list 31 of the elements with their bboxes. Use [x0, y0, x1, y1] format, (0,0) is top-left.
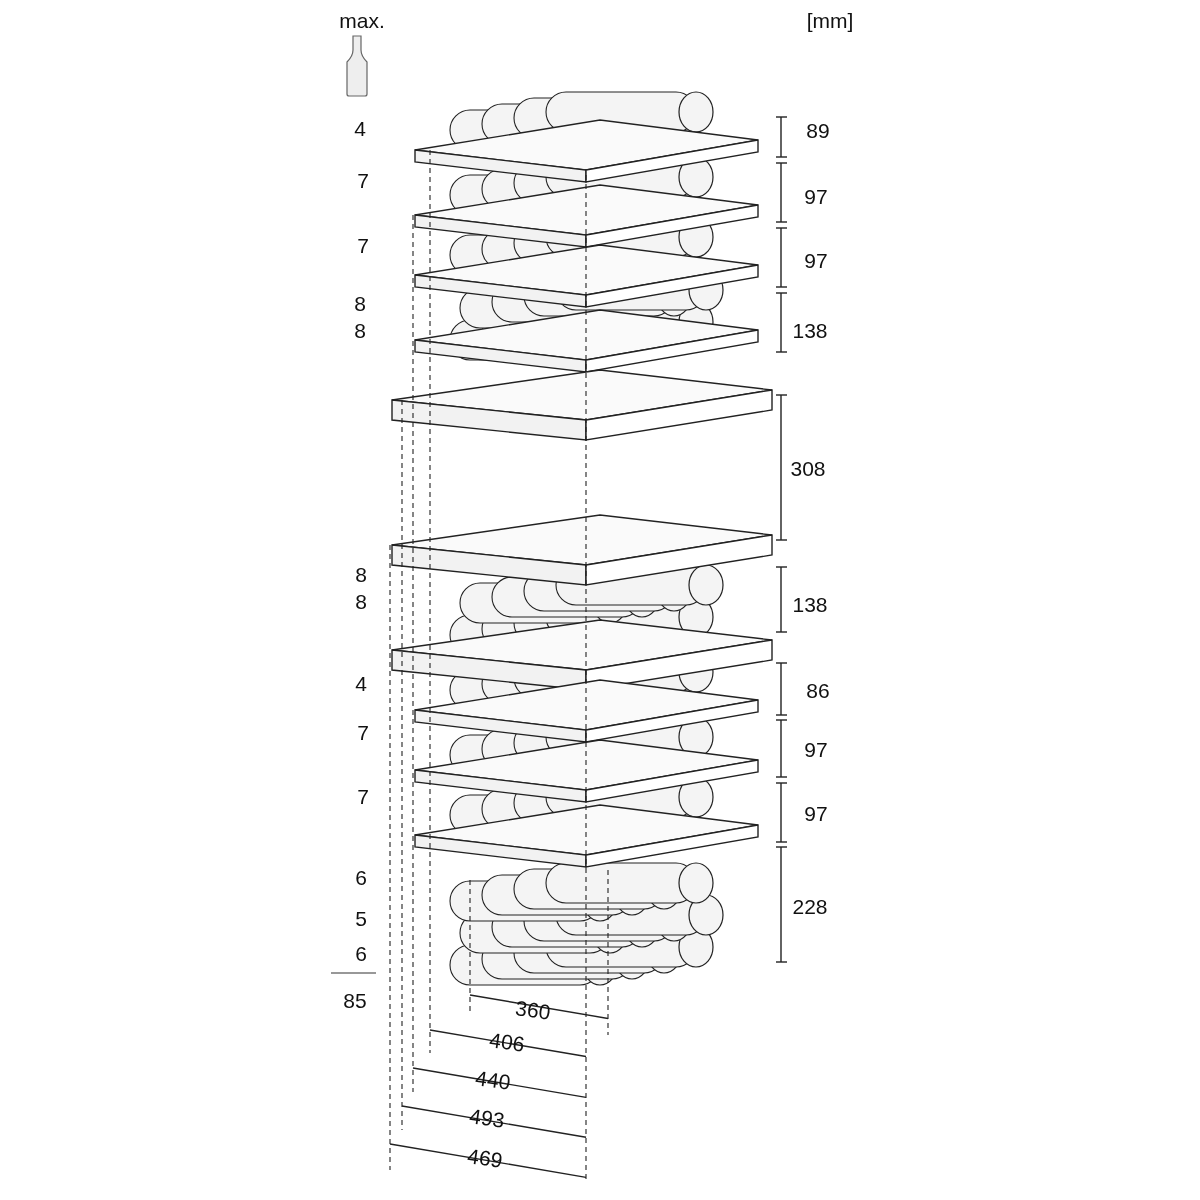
dimension-value: 89 [806, 119, 830, 141]
dimension-value: 493 [468, 1105, 506, 1131]
dimension-value: 469 [466, 1145, 504, 1171]
dimension-value: 308 [790, 457, 826, 479]
dimension-value: 406 [488, 1029, 526, 1055]
bottle-count: 7 [357, 721, 369, 743]
bottle-count: 5 [355, 907, 367, 929]
dimension-value: 228 [792, 895, 828, 917]
dimension-value: 97 [804, 738, 828, 760]
bottle-count: 8 [354, 292, 366, 314]
dimension-value: 97 [804, 185, 828, 207]
bottle-count: 7 [357, 785, 369, 807]
unit-label: [mm] [806, 9, 854, 31]
dimension-value: 138 [792, 593, 828, 615]
total-count: 85 [343, 989, 367, 1011]
dimension-value: 97 [804, 249, 828, 271]
bottle-count: 8 [355, 590, 367, 612]
max-label: max. [339, 9, 385, 31]
dimension-value: 86 [806, 679, 830, 701]
bottle-count: 6 [355, 942, 367, 964]
bottle-count: 6 [355, 866, 367, 888]
bottle-count: 4 [355, 672, 367, 694]
dimension-value: 138 [792, 319, 828, 341]
dimension-value: 360 [514, 997, 552, 1023]
bottle-count: 8 [354, 319, 366, 341]
dimension-value: 97 [804, 802, 828, 824]
dimension-value: 440 [474, 1067, 512, 1093]
bottle-count: 7 [357, 234, 369, 256]
bottle-count: 8 [355, 563, 367, 585]
bottle-count: 7 [357, 169, 369, 191]
bottle-count: 4 [354, 117, 366, 139]
